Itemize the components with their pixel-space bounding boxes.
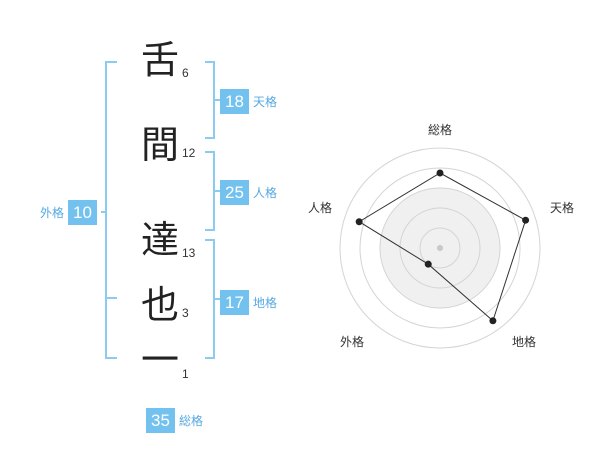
tenkaku-value: 18 — [220, 89, 249, 114]
radar-point-0 — [436, 169, 444, 177]
radar-axis-label-jinkaku: 人格 — [308, 200, 332, 215]
soukaku-value: 35 — [146, 408, 175, 433]
gaikaku-bracket — [105, 61, 117, 359]
jinkaku-value: 25 — [220, 180, 249, 205]
radar-axis-label-chikaku: 地格 — [512, 334, 536, 349]
gaikaku-value: 10 — [68, 200, 98, 225]
name-char-5: 一 — [140, 338, 179, 382]
jinkaku-badge: 25 人格 — [220, 180, 277, 205]
chikaku-value: 17 — [220, 290, 249, 315]
radar-point-3 — [424, 260, 432, 268]
name-char-3: 達 — [140, 218, 179, 262]
gaikaku-badge: 外格 10 — [40, 200, 98, 225]
radar-point-4 — [355, 218, 363, 226]
name-char-2: 間 — [140, 123, 179, 167]
name-char-4: 也 — [140, 283, 179, 327]
radar-point-2 — [489, 317, 497, 325]
gaikaku-label: 外格 — [40, 206, 65, 220]
chikaku-label: 地格 — [253, 296, 278, 310]
radar-ring-5 — [339, 147, 541, 349]
stroke-count-5: 1 — [182, 367, 189, 381]
chikaku-badge: 17 地格 — [220, 290, 277, 315]
tenkaku-label: 天格 — [253, 95, 278, 109]
tenkaku-badge: 18 天格 — [220, 89, 277, 114]
jinkaku-label: 人格 — [253, 186, 278, 200]
radar-axis-label-tenkaku: 天格 — [550, 200, 574, 215]
radar-ring-3 — [379, 187, 501, 309]
radar-ring-1 — [419, 227, 461, 269]
radar-points — [355, 169, 530, 325]
soukaku-badge: 35 総格 — [146, 408, 203, 433]
radar-ring-4 — [359, 167, 521, 329]
radar-axis-label-soukaku: 総格 — [428, 122, 452, 137]
name-char-1: 舌 — [140, 38, 179, 82]
radar-center-dot — [437, 245, 443, 251]
radar-polygon — [358, 172, 527, 322]
stroke-count-1: 6 — [182, 66, 189, 80]
stroke-count-2: 12 — [182, 146, 196, 160]
radar-ring-2 — [399, 207, 481, 289]
radar-point-1 — [522, 216, 530, 224]
stroke-count-3: 13 — [182, 246, 196, 260]
soukaku-label: 総格 — [179, 414, 204, 428]
radar-axis-label-gaikaku: 外格 — [340, 334, 364, 349]
stroke-count-4: 3 — [182, 306, 189, 320]
